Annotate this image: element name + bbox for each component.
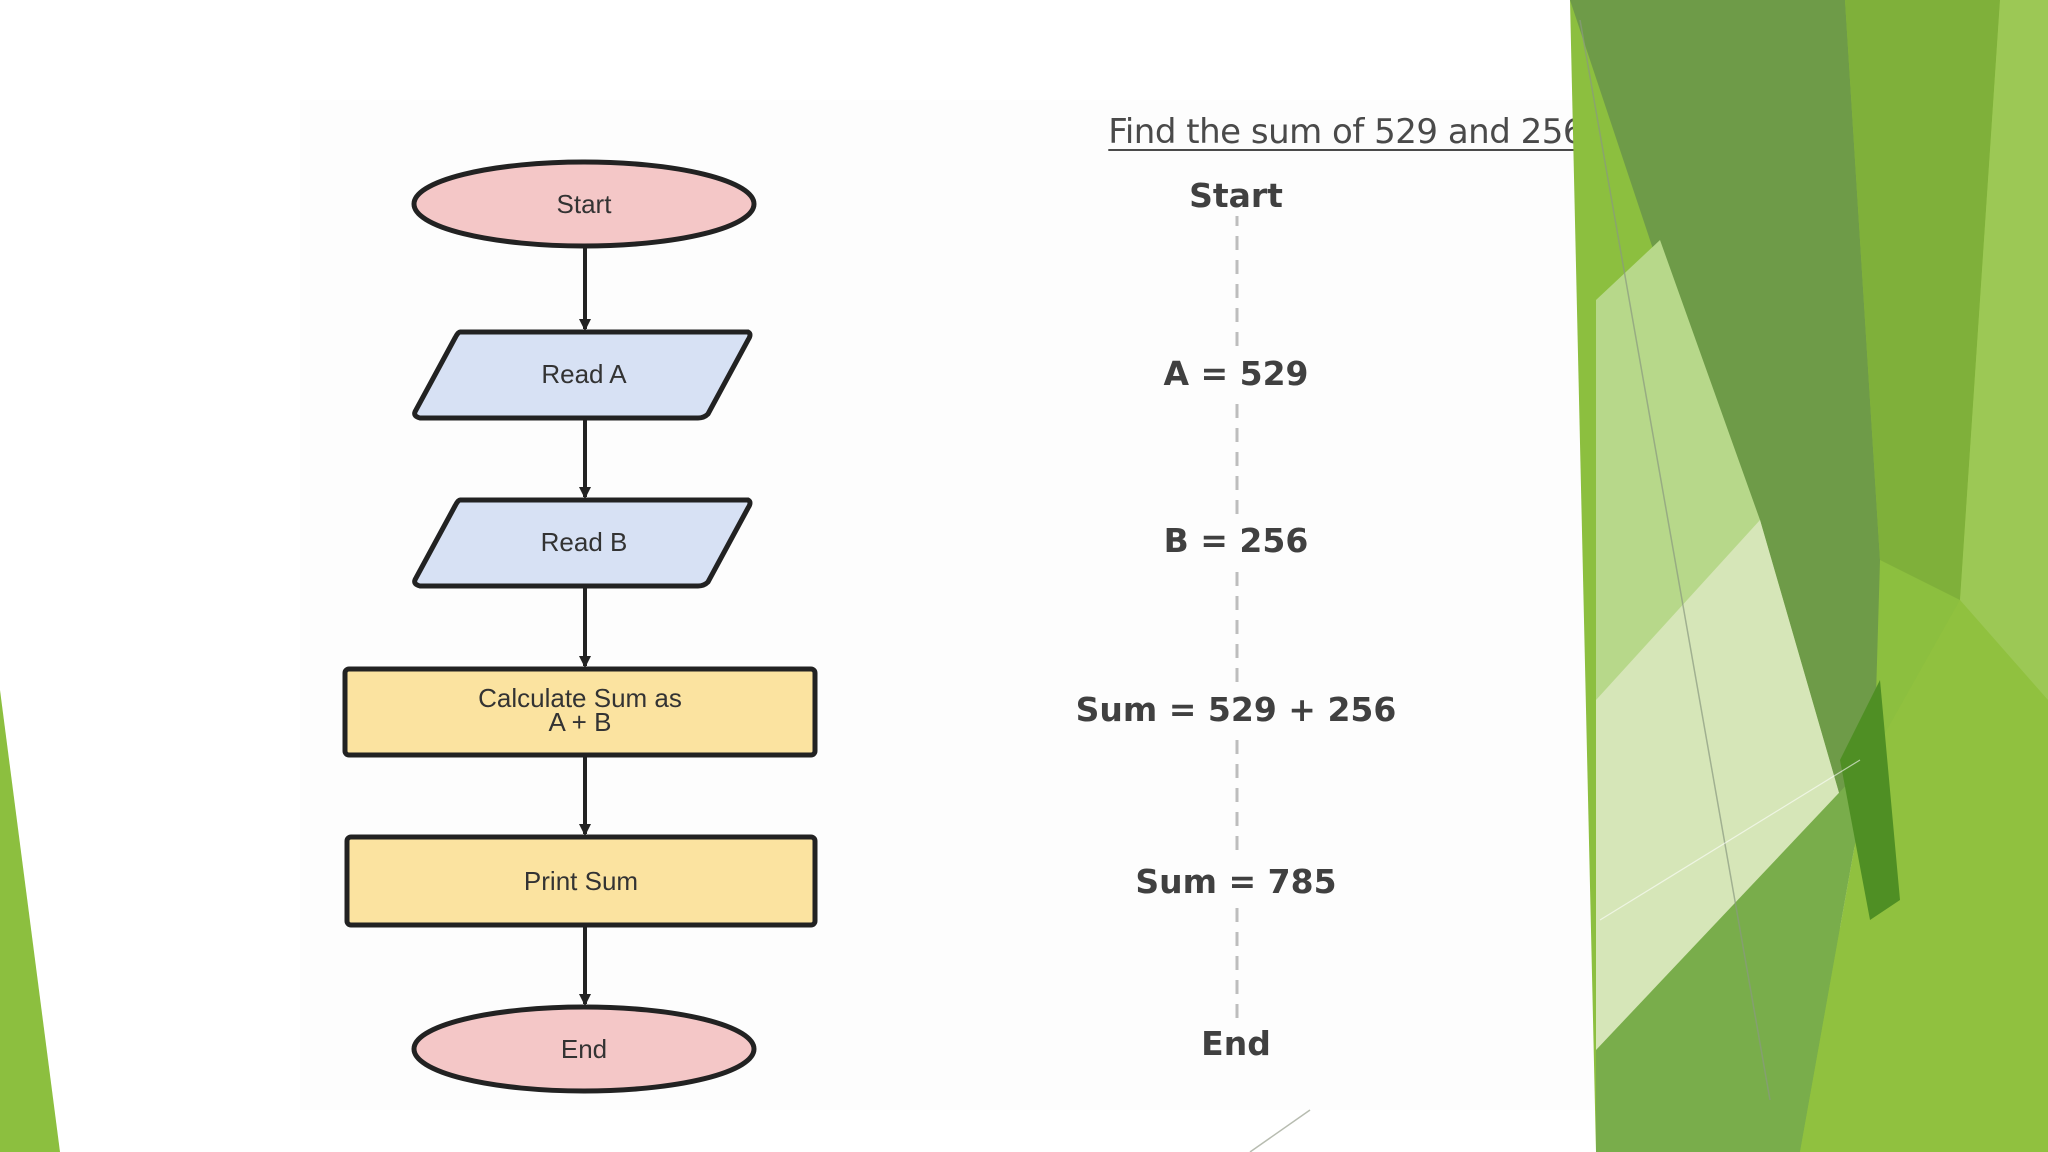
- read-a-node-label: Read A: [541, 359, 627, 389]
- figure-title: Find the sum of 529 and 256: [1108, 112, 1584, 152]
- flowchart-shapes: [342, 159, 1239, 1094]
- print-node-label: Print Sum: [523, 866, 639, 896]
- flowchart-figure: Find the sum of 529 and 256: [300, 100, 1596, 1110]
- trace-gap: [1137, 350, 1337, 398]
- read-b-node-label: Read B: [540, 527, 628, 557]
- trace-step: Sum = 785: [1135, 862, 1337, 901]
- trace-step: Sum = 529 + 256: [1075, 690, 1397, 729]
- left-accent-shape: [0, 690, 60, 1152]
- read-a-node-shape: [412, 329, 753, 421]
- facet-line: [1579, 19, 1771, 1101]
- trace-step: Start: [1189, 176, 1283, 215]
- end-node-label: End: [560, 1034, 608, 1064]
- trace-gap: [1030, 685, 1440, 735]
- trace-gap: [1187, 176, 1287, 216]
- calculate-node: [342, 666, 818, 758]
- right-facet: [1800, 600, 2048, 1152]
- calculate-node-label-line2: A + B: [548, 707, 612, 737]
- facet-line: [1249, 1109, 1311, 1152]
- trace-step: End: [1201, 1024, 1271, 1063]
- end-node: [411, 1004, 757, 1094]
- right-facet: [1845, 0, 2000, 600]
- trace-gap: [1177, 1020, 1297, 1066]
- start-node: [411, 159, 757, 249]
- right-facet: [1596, 760, 1870, 1152]
- read-b-node-shape: [412, 497, 753, 589]
- trace-gap: [1137, 517, 1337, 565]
- calculate-node-label-line1: Calculate Sum as: [478, 683, 682, 713]
- trace-step: A = 529: [1163, 354, 1309, 393]
- right-facet: [1840, 680, 1900, 920]
- trace-gap: [1112, 857, 1362, 907]
- facet-line: [1599, 759, 1861, 921]
- start-node-label: Start: [556, 189, 612, 219]
- trace-step: B = 256: [1163, 521, 1309, 560]
- print-node: [344, 834, 818, 928]
